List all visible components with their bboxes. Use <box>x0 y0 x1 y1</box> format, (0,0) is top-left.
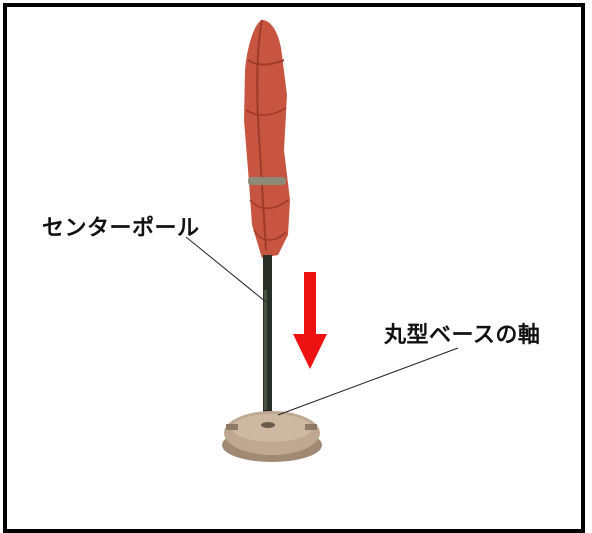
base-axis-label: 丸型ベースの軸 <box>384 323 541 348</box>
center-pole-label: センターポール <box>42 216 200 241</box>
base-leader-line <box>277 347 459 416</box>
umbrella-canopy <box>244 19 290 258</box>
arrow-down-icon <box>293 272 327 369</box>
canopy-strap <box>248 177 286 185</box>
round-base <box>222 411 322 462</box>
pole-leader-line <box>185 236 267 303</box>
center-pole <box>263 255 272 427</box>
umbrella-illustration <box>185 19 459 462</box>
